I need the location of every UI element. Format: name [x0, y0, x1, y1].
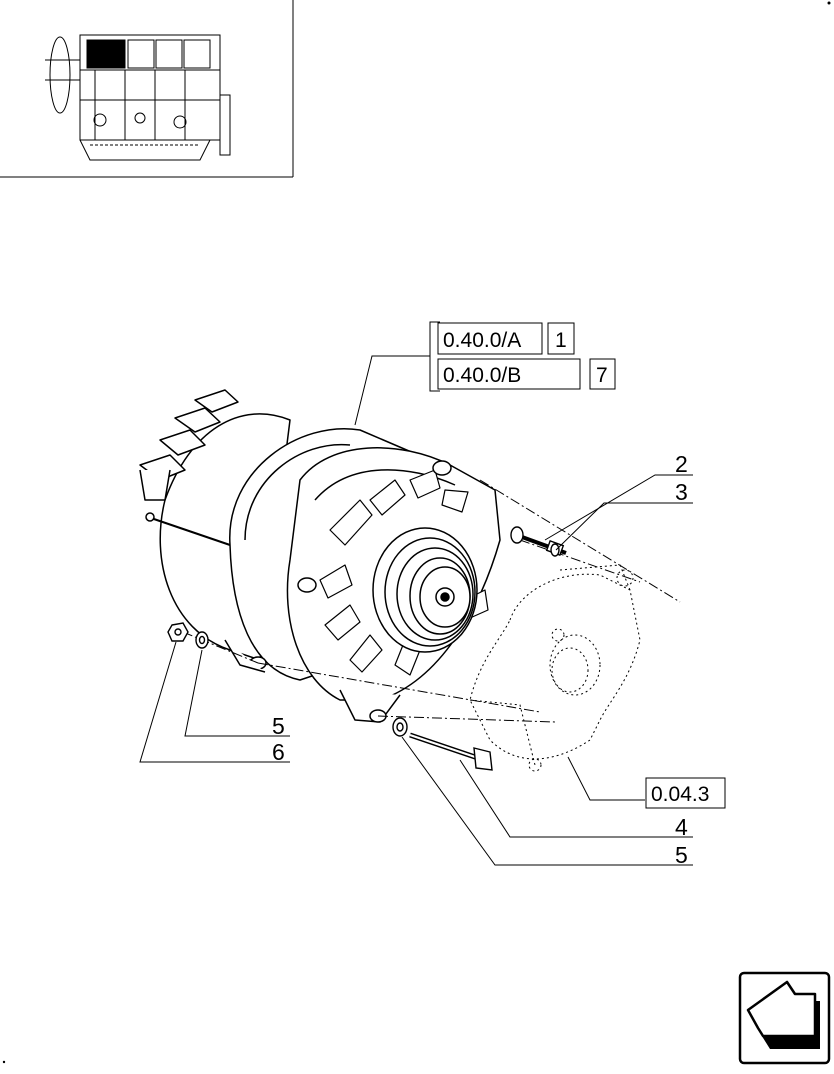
callout-5-right: 5: [675, 842, 688, 868]
upper-washer: [550, 543, 560, 557]
corner-mark: [827, 1, 831, 5]
assembly-centerlines: [182, 479, 681, 723]
bracket-ref-box: [645, 777, 726, 809]
engine-overview-icon: [45, 34, 231, 161]
ref-b-qty-box: [589, 358, 616, 390]
ref-b-code-box: [437, 358, 581, 390]
callout-2: 2: [675, 451, 688, 477]
left-nut-hole: [174, 628, 182, 636]
bracket-ref-code: 0.04.3: [651, 783, 709, 806]
ref-a-qty-box: [547, 322, 575, 355]
reference-group: 0.40.0/A 1 0.40.0/B 7: [354, 321, 616, 426]
leader-lines: [139, 474, 693, 866]
engine-thumbnail: [0, 0, 294, 178]
engine-bracket-illustration: [469, 564, 641, 772]
lower-washer-hole: [396, 722, 404, 732]
next-page-button[interactable]: [738, 971, 831, 1065]
hardware-parts: [167, 526, 567, 771]
ref-b-code: 0.40.0/B: [443, 364, 521, 387]
left-washer-hole: [198, 635, 206, 645]
callout-5-left: 5: [272, 713, 285, 739]
ref-b-qty: 7: [596, 364, 608, 387]
ref-a-code-box: [437, 322, 543, 355]
callout-4: 4: [675, 814, 688, 840]
next-page-arrow-icon: [746, 980, 820, 1049]
ref-a-qty: 1: [555, 329, 567, 352]
ref-a-code: 0.40.0/A: [443, 329, 521, 352]
alternator-illustration: [139, 389, 501, 723]
lower-bolt: [409, 732, 493, 771]
corner-mark: [2, 1060, 6, 1064]
callout-3: 3: [675, 479, 688, 505]
callout-6: 6: [272, 739, 285, 765]
callout-labels: 2 3 4 5 5 6: [272, 451, 688, 868]
